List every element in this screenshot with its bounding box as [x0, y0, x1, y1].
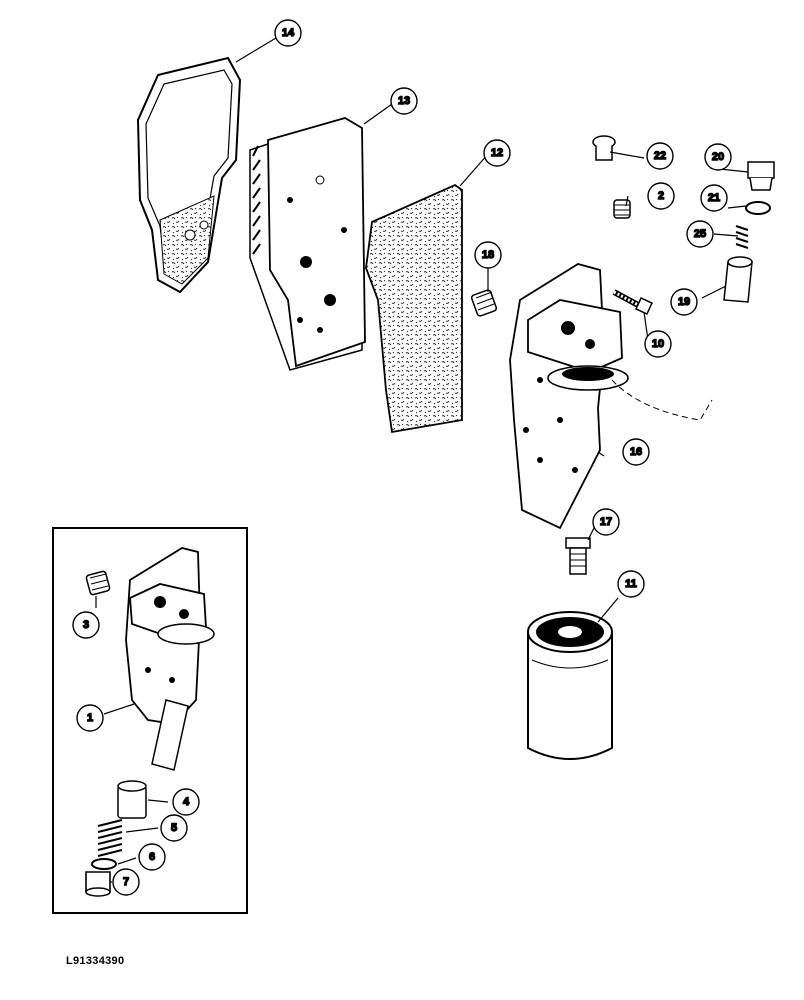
part-7-plug — [85, 871, 111, 897]
document-id: L91334390 — [66, 955, 125, 967]
callout-22: 22 — [646, 142, 674, 170]
svg-text:10: 10 — [652, 338, 664, 350]
callout-10: 10 — [644, 330, 672, 358]
callout-18: 18 — [474, 241, 502, 269]
callout-7: 7 — [112, 868, 140, 896]
part-11-oil-filter — [527, 611, 613, 760]
svg-text:4: 4 — [183, 796, 190, 808]
svg-text:2: 2 — [658, 190, 664, 202]
callout-16: 16 — [622, 438, 650, 466]
callout-5: 5 — [160, 814, 188, 842]
part-13-oil-cooler — [249, 117, 366, 371]
leader-lines — [95, 37, 749, 883]
callout-25: 25 — [686, 220, 714, 248]
svg-text:17: 17 — [600, 516, 612, 528]
callout-13: 13 — [390, 87, 418, 115]
part-2-fitting — [613, 199, 631, 219]
part-21-washer — [745, 201, 771, 215]
svg-text:13: 13 — [398, 95, 410, 107]
callout-20: 20 — [704, 143, 732, 171]
callout-19: 19 — [670, 288, 698, 316]
part-1-filter-head — [125, 547, 215, 771]
svg-text:18: 18 — [482, 249, 494, 261]
callout-6: 6 — [138, 843, 166, 871]
part-16-filter-housing — [509, 263, 713, 530]
svg-text:5: 5 — [171, 822, 177, 834]
callout-3: 3 — [72, 611, 100, 639]
inset-box — [52, 527, 248, 914]
part-10-bolt — [612, 289, 653, 315]
callout-2: 2 — [647, 182, 675, 210]
svg-text:25: 25 — [694, 228, 706, 240]
svg-text:22: 22 — [654, 150, 666, 162]
svg-text:20: 20 — [712, 151, 724, 163]
callout-17: 17 — [592, 508, 620, 536]
svg-text:19: 19 — [678, 296, 690, 308]
part-19-valve — [723, 256, 753, 303]
part-3-plug — [85, 570, 111, 596]
callouts: 14 13 12 18 22 2 20 21 25 19 10 16 17 11… — [72, 19, 732, 896]
callout-1: 1 — [76, 704, 104, 732]
callout-14: 14 — [274, 19, 302, 47]
svg-text:11: 11 — [625, 578, 637, 590]
svg-text:12: 12 — [491, 147, 503, 159]
part-4-valve — [117, 780, 147, 819]
svg-text:14: 14 — [282, 27, 295, 39]
callout-12: 12 — [483, 139, 511, 167]
callout-4: 4 — [172, 788, 200, 816]
svg-text:16: 16 — [630, 446, 642, 458]
part-22-plug — [592, 135, 616, 161]
svg-text:6: 6 — [149, 851, 155, 863]
callout-11: 11 — [617, 570, 645, 598]
callout-21: 21 — [700, 184, 728, 212]
part-18-plug — [470, 289, 498, 317]
svg-text:3: 3 — [83, 619, 89, 631]
svg-text:21: 21 — [708, 192, 720, 204]
part-14-gasket — [136, 56, 242, 294]
part-20-plug — [747, 161, 775, 191]
part-5-spring — [97, 819, 123, 857]
svg-text:1: 1 — [87, 712, 93, 724]
part-17-fitting — [565, 537, 591, 575]
part-12-gasket — [365, 183, 463, 434]
svg-text:7: 7 — [123, 876, 129, 888]
part-25-spring — [735, 225, 749, 249]
part-6-washer — [91, 858, 117, 870]
